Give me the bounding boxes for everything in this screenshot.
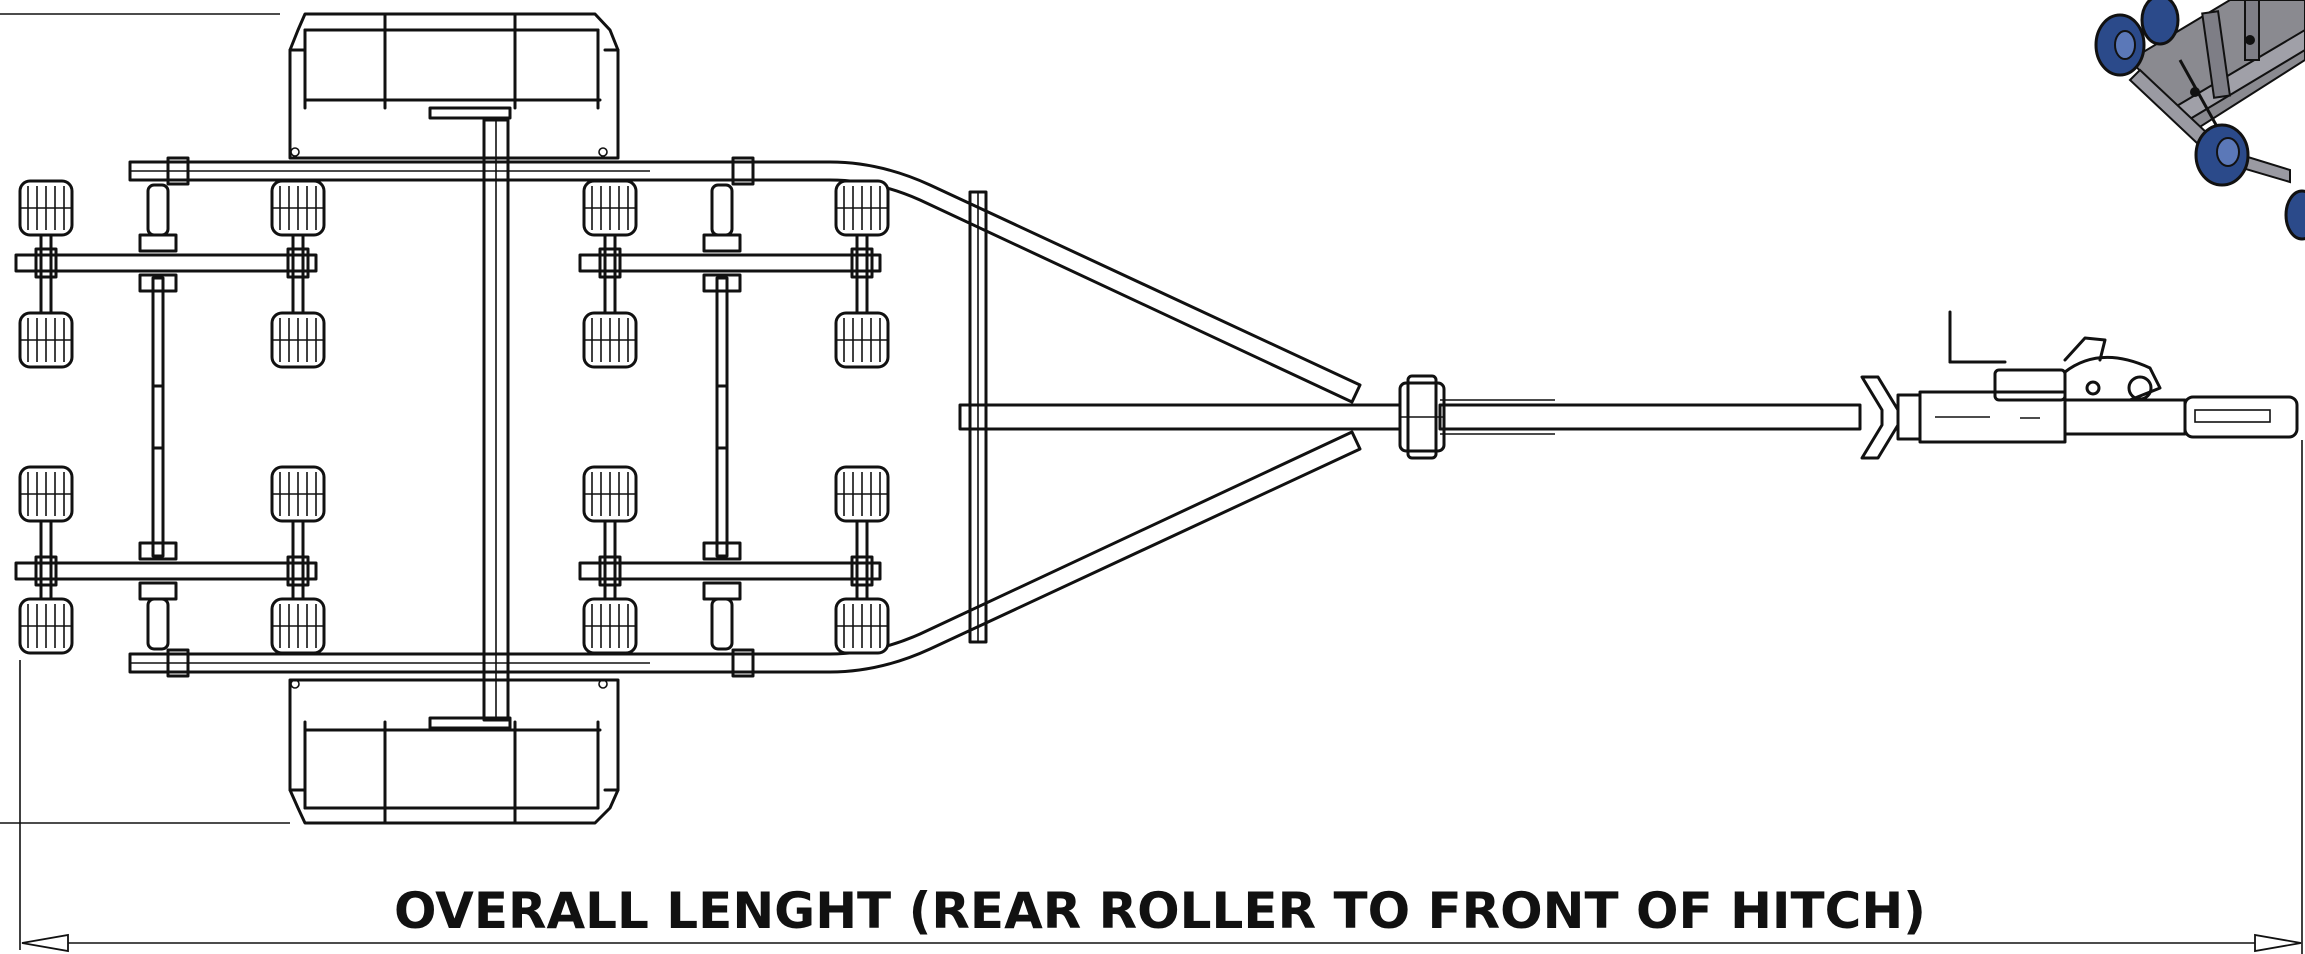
roller-bogie (14, 384, 326, 655)
roller-wheel (270, 311, 326, 369)
roller-wheel (582, 311, 638, 369)
hitch-coupler (1860, 310, 2299, 460)
overall-length-dimension: OVERALL LENGHT (REAR ROLLER TO FRONT OF … (21, 882, 2302, 953)
roller-wheel (270, 597, 326, 655)
roller-wheel (18, 597, 74, 655)
roller-wheel (834, 311, 890, 369)
isometric-trailer-view-icon (2094, 0, 2305, 241)
fender-top (288, 12, 620, 160)
roller-wheel (582, 465, 638, 523)
extension-lines (0, 13, 2303, 954)
roller-bogie (14, 179, 326, 450)
roller-wheel (270, 179, 326, 237)
fender-bottom (288, 678, 620, 825)
roller-wheel (582, 179, 638, 237)
roller-wheel (582, 597, 638, 655)
roller-bogies (14, 179, 890, 655)
roller-wheel (270, 465, 326, 523)
tongue-clamp (1398, 374, 1446, 460)
roller-wheel (18, 179, 74, 237)
front-cross-member (968, 190, 988, 644)
roller-bogie (578, 384, 890, 655)
roller-bogie (578, 179, 890, 450)
axle-beam (482, 118, 510, 722)
roller-wheel (834, 465, 890, 523)
dimension-label: OVERALL LENGHT (REAR ROLLER TO FRONT OF … (394, 882, 1926, 940)
roller-wheel (18, 465, 74, 523)
roller-wheel (834, 179, 890, 237)
roller-wheel (834, 597, 890, 655)
roller-wheel (18, 311, 74, 369)
